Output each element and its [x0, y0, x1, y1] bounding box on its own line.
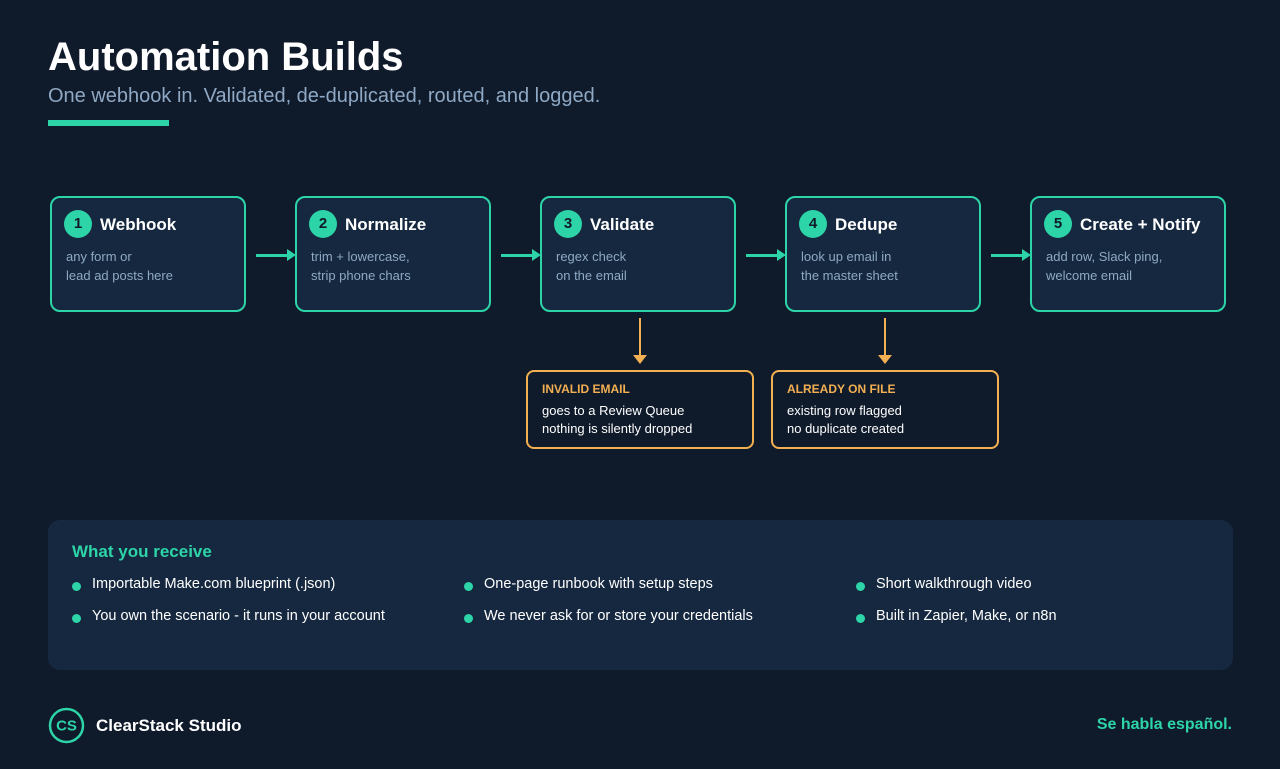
step-desc-line: trim + lowercase,: [311, 249, 410, 264]
brand-logo-text: CS: [56, 718, 77, 735]
bullet-dot-icon: [72, 582, 81, 591]
branch-desc-line: nothing is silently dropped: [542, 421, 693, 436]
step-desc-line: add row, Slack ping,: [1046, 249, 1163, 264]
receive-item: One-page runbook with setup steps: [464, 576, 713, 592]
receive-item-label: You own the scenario - it runs in your a…: [92, 608, 385, 624]
branch-invalid-email: INVALID EMAIL goes to a Review Queue not…: [526, 370, 754, 449]
page-subtitle: One webhook in. Validated, de-duplicated…: [48, 85, 601, 107]
branch-description: goes to a Review Queue nothing is silent…: [542, 402, 692, 438]
step-number-badge: 1: [64, 210, 92, 238]
step-title: Create + Notify: [1080, 215, 1201, 234]
step-desc-line: lead ad posts here: [66, 268, 173, 283]
flow-arrow-icon: [256, 249, 296, 261]
flow-arrow-icon: [746, 249, 786, 261]
step-desc-line: any form or: [66, 249, 132, 264]
bullet-dot-icon: [464, 582, 473, 591]
branch-arrow-icon: [878, 318, 892, 364]
receive-item-label: One-page runbook with setup steps: [484, 576, 713, 592]
bullet-dot-icon: [464, 614, 473, 623]
step-desc-line: look up email in: [801, 249, 892, 264]
step-title: Normalize: [345, 215, 427, 234]
bullet-dot-icon: [856, 582, 865, 591]
step-desc-line: the master sheet: [801, 268, 898, 283]
step-number-badge: 3: [554, 210, 582, 238]
step-create-notify: 5 Create + Notify add row, Slack ping, w…: [1030, 196, 1226, 312]
header: Automation Builds One webhook in. Valida…: [48, 34, 600, 108]
receive-item-label: Built in Zapier, Make, or n8n: [876, 608, 1057, 624]
step-validate: 3 Validate regex check on the email: [540, 196, 736, 312]
receive-item-label: Short walkthrough video: [876, 576, 1032, 592]
step-title: Dedupe: [835, 215, 898, 234]
step-description: trim + lowercase, strip phone chars: [311, 247, 411, 285]
step-desc-line: regex check: [556, 249, 627, 264]
receive-item: You own the scenario - it runs in your a…: [72, 608, 385, 624]
accent-bar: [48, 120, 169, 126]
receive-item-label: Importable Make.com blueprint (.json): [92, 576, 336, 592]
branch-title: INVALID EMAIL: [542, 382, 630, 396]
receive-item-label: We never ask for or store your credentia…: [484, 608, 753, 624]
branch-title: ALREADY ON FILE: [787, 382, 896, 396]
step-webhook: 1 Webhook any form or lead ad posts here: [50, 196, 246, 312]
step-desc-line: strip phone chars: [311, 268, 411, 283]
branch-desc-line: goes to a Review Queue: [542, 403, 685, 418]
bullet-dot-icon: [856, 614, 865, 623]
step-title: Webhook: [100, 215, 177, 234]
receive-item: Built in Zapier, Make, or n8n: [856, 608, 1057, 624]
flow-arrow-icon: [991, 249, 1031, 261]
step-normalize: 2 Normalize trim + lowercase, strip phon…: [295, 196, 491, 312]
receive-item: We never ask for or store your credentia…: [464, 608, 753, 624]
step-dedupe: 4 Dedupe look up email in the master she…: [785, 196, 981, 312]
receive-panel: What you receive Importable Make.com blu…: [48, 520, 1233, 670]
branch-desc-line: no duplicate created: [787, 421, 905, 436]
step-description: look up email in the master sheet: [801, 247, 898, 285]
step-number-badge: 2: [309, 210, 337, 238]
language-note: Se habla español.: [1096, 716, 1232, 733]
branch-description: existing row flagged no duplicate create…: [787, 402, 904, 438]
receive-title: What you receive: [72, 542, 212, 561]
step-description: any form or lead ad posts here: [66, 247, 173, 285]
bullet-dot-icon: [72, 614, 81, 623]
step-description: add row, Slack ping, welcome email: [1046, 247, 1162, 285]
page-title: Automation Builds: [48, 35, 404, 79]
receive-item: Short walkthrough video: [856, 576, 1032, 592]
receive-item: Importable Make.com blueprint (.json): [72, 576, 335, 592]
step-desc-line: welcome email: [1046, 268, 1132, 283]
branch-desc-line: existing row flagged: [787, 403, 902, 418]
brand-name: ClearStack Studio: [96, 716, 242, 735]
step-description: regex check on the email: [556, 247, 627, 285]
step-number-badge: 4: [799, 210, 827, 238]
step-title: Validate: [590, 215, 655, 234]
branch-already-on-file: ALREADY ON FILE existing row flagged no …: [771, 370, 999, 449]
branch-arrow-icon: [633, 318, 647, 364]
step-desc-line: on the email: [556, 268, 627, 283]
step-number-badge: 5: [1044, 210, 1072, 238]
brand-logo-icon: CS: [48, 707, 85, 744]
flow-arrow-icon: [501, 249, 541, 261]
